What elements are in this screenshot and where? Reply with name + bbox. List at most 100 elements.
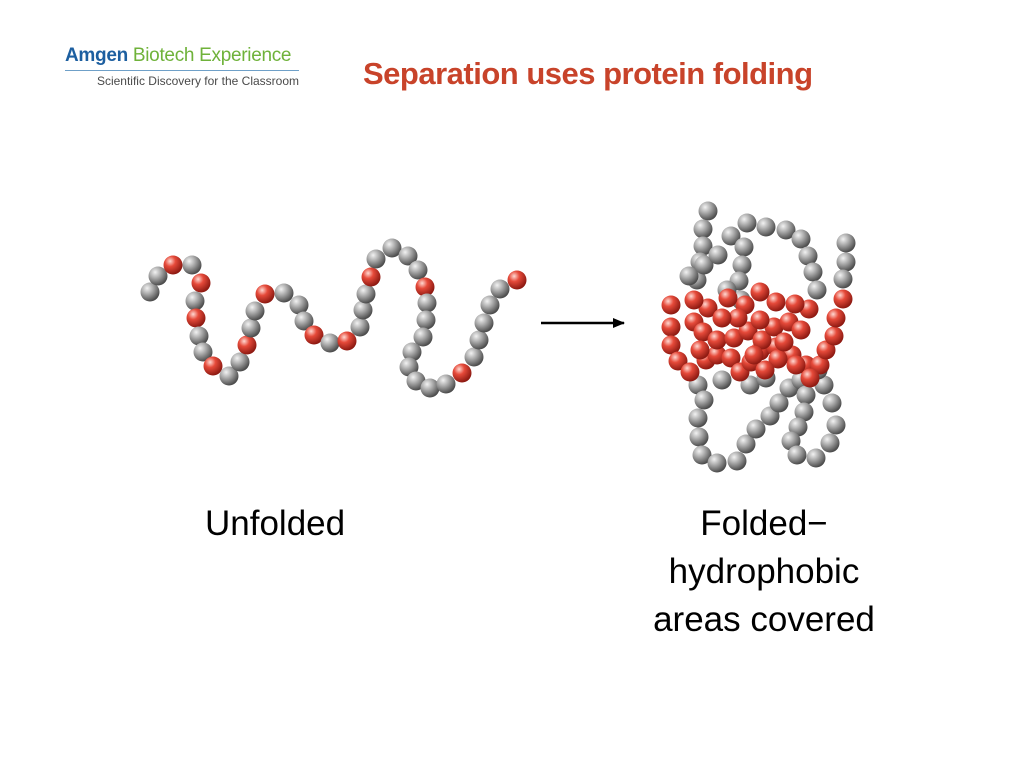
hydrophilic-bead [746,419,766,439]
hydrophobic-bead [415,277,435,297]
hydrophilic-bead [732,255,752,275]
hydrophobic-bead [816,340,836,360]
hydrophilic-bead [734,237,754,257]
hydrophilic-bead [274,283,294,303]
hydrophilic-bead [807,280,827,300]
hydrophobic-bead [750,310,770,330]
hydrophobic-bead [507,270,527,290]
hydrophilic-bead [245,301,265,321]
hydrophilic-bead [836,252,856,272]
hydrophilic-bead [769,393,789,413]
hydrophilic-bead [694,390,714,410]
folded-label-line-2: hydrophobic [668,552,860,591]
hydrophilic-bead [182,255,202,275]
hydrophilic-bead [698,201,718,221]
hydrophobic-bead [774,332,794,352]
hydrophilic-bead [737,213,757,233]
unfolded-label: Unfolded [205,504,346,543]
hydrophilic-bead [320,333,340,353]
hydrophobic-bead [785,294,805,314]
hydrophobic-bead [718,288,738,308]
hydrophobic-bead [186,308,206,328]
hydrophobic-bead [712,308,732,328]
hydrophobic-bead [452,363,472,383]
folded-label: Folded− hydrophobic areas covered [636,500,892,644]
hydrophobic-bead [786,355,806,375]
hydrophilic-bead [820,433,840,453]
hydrophilic-bead [402,342,422,362]
logo-program: Biotech Experience [132,45,292,66]
hydrophilic-bead [689,427,709,447]
hydrophobic-bead [163,255,183,275]
hydrophobic-bead [203,356,223,376]
hydrophilic-bead [806,448,826,468]
hydrophobic-bead [680,362,700,382]
hydrophilic-bead [796,385,816,405]
folded-label-line-3: areas covered [653,600,875,639]
amgen-logo: Amgen Biotech Experience Scientific Disc… [65,44,299,88]
hydrophobic-bead [750,282,770,302]
hydrophobic-bead [824,326,844,346]
hydrophobic-bead [690,340,710,360]
hydrophilic-bead [708,245,728,265]
hydrophobic-bead [724,328,744,348]
hydrophilic-bead [416,310,436,330]
logo-brand: Amgen [65,45,128,66]
hydrophilic-bead [803,262,823,282]
hydrophobic-bead [237,335,257,355]
hydrophobic-bead [721,348,741,368]
hydrophobic-bead [698,298,718,318]
hydrophilic-bead [408,260,428,280]
hydrophilic-bead [148,266,168,286]
hydrophilic-bead [219,366,239,386]
hydrophobic-bead [661,335,681,355]
hydrophilic-bead [833,269,853,289]
hydrophilic-bead [794,402,814,422]
hydrophilic-bead [736,434,756,454]
hydrophilic-bead [693,219,713,239]
hydrophilic-bead [474,313,494,333]
hydrophilic-bead [241,318,261,338]
hydrophilic-bead [406,371,426,391]
hydrophilic-bead [756,217,776,237]
hydrophilic-bead [814,375,834,395]
hydrophilic-bead [356,284,376,304]
hydrophobic-bead [707,330,727,350]
hydrophobic-bead [728,308,748,328]
hydrophilic-bead [694,255,714,275]
folded-protein-chain [661,201,856,473]
hydrophilic-bead [382,238,402,258]
hydrophilic-bead [826,415,846,435]
hydrophilic-bead [688,408,708,428]
hydrophilic-bead [480,295,500,315]
hydrophilic-bead [693,236,713,256]
hydrophilic-bead [692,445,712,465]
hydrophilic-bead [464,347,484,367]
hydrophilic-bead [707,453,727,473]
hydrophobic-bead [361,267,381,287]
hydrophilic-bead [417,293,437,313]
hydrophobic-bead [764,317,784,337]
hydrophobic-bead [810,355,830,375]
hydrophilic-bead [185,291,205,311]
hydrophilic-bead [490,279,510,299]
hydrophilic-bead [189,326,209,346]
hydrophobic-bead [755,360,775,380]
hydrophilic-bead [398,246,418,266]
slide-title: Separation uses protein folding [363,56,813,91]
hydrophilic-bead [140,282,160,302]
hydrophilic-bead [679,266,699,286]
hydrophobic-bead [337,331,357,351]
hydrophobic-bead [752,330,772,350]
hydrophobic-bead [800,368,820,388]
hydrophilic-bead [712,370,732,390]
hydrophilic-bead [798,246,818,266]
hydrophilic-bead [289,295,309,315]
hydrophilic-bead [740,375,760,395]
hydrophilic-bead [469,330,489,350]
hydrophobic-bead [766,292,786,312]
hydrophobic-bead [693,322,713,342]
hydrophilic-bead [230,352,250,372]
hydrophilic-bead [399,357,419,377]
